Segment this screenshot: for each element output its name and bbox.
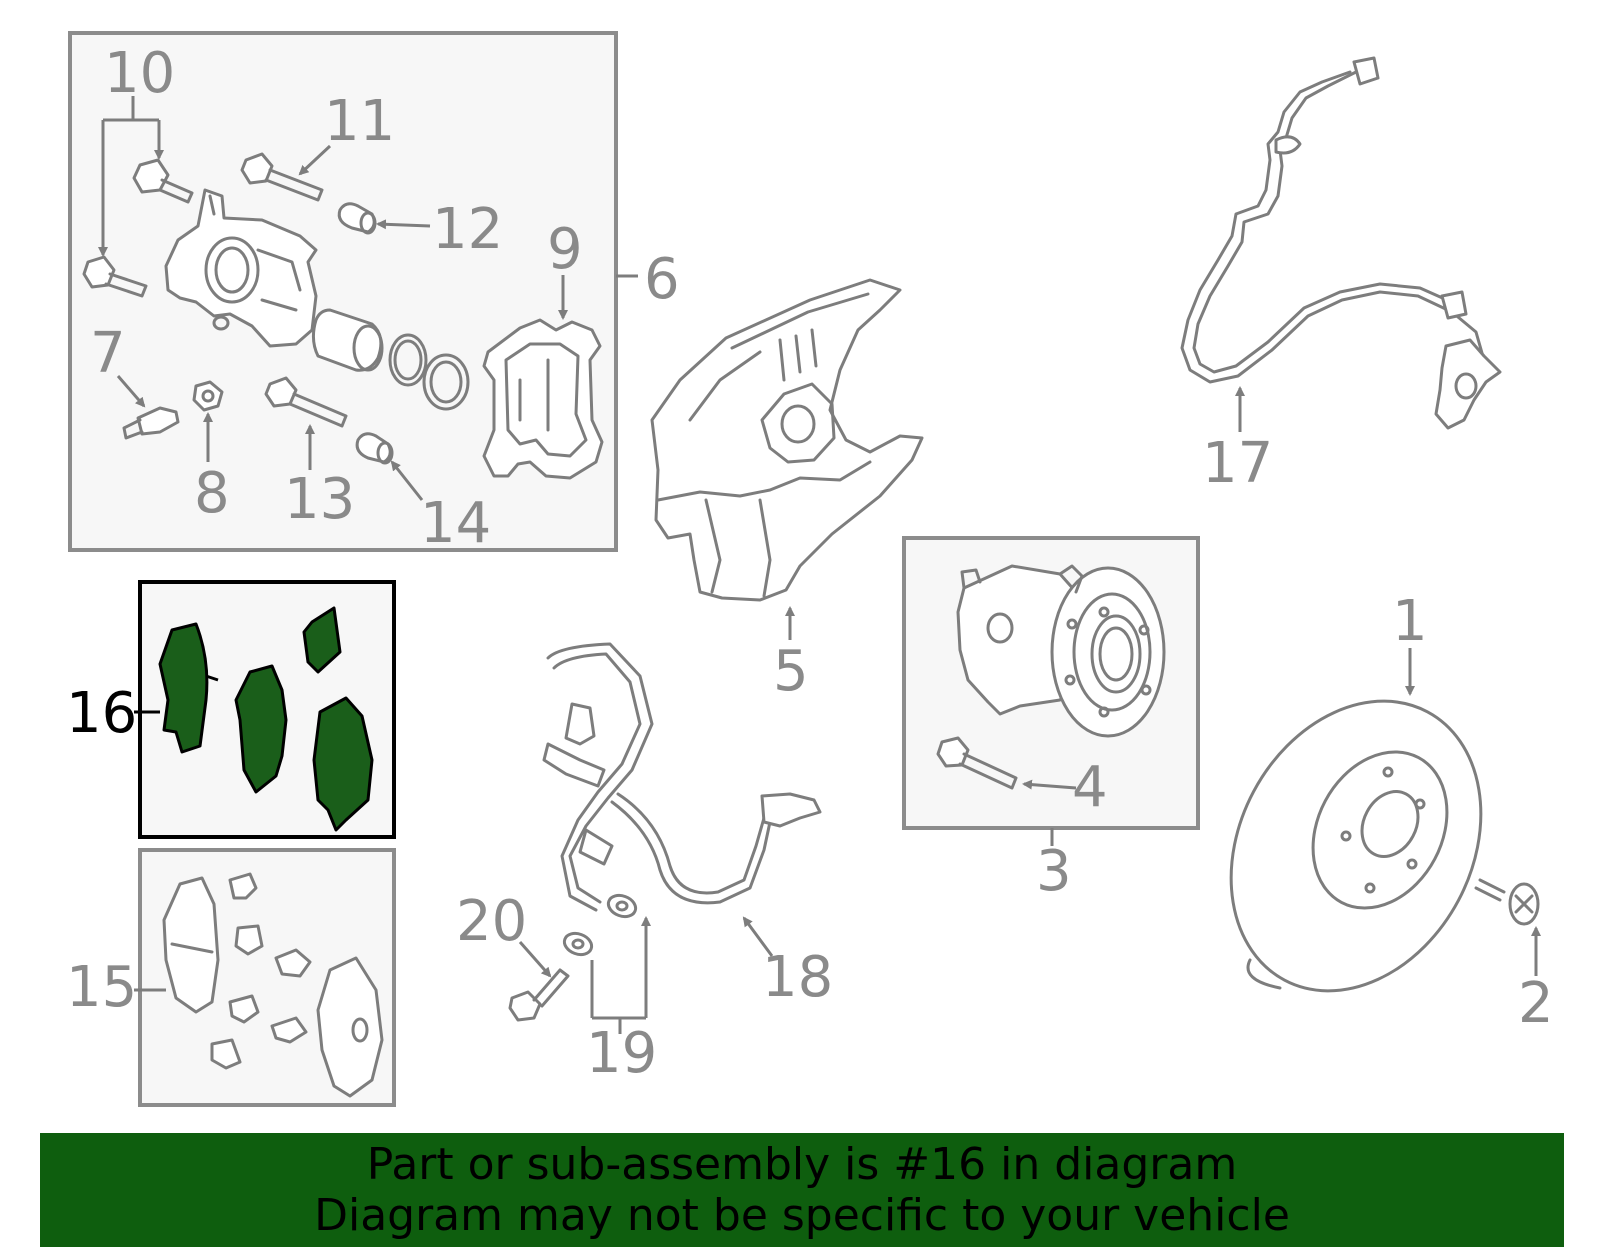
abs-sensor-17 bbox=[1180, 56, 1502, 430]
brake-pad-outer bbox=[312, 696, 374, 832]
info-banner: Part or sub-assembly is #16 in diagram D… bbox=[40, 1133, 1564, 1247]
cap-8 bbox=[192, 380, 224, 412]
label-3: 3 bbox=[1036, 839, 1072, 904]
wheel-hub-bearing bbox=[956, 564, 1166, 738]
washer-19 bbox=[562, 893, 638, 957]
label-16: 16 bbox=[66, 681, 137, 746]
label-4: 4 bbox=[1072, 755, 1108, 820]
bolt-10-lower bbox=[82, 255, 148, 298]
label-12: 12 bbox=[432, 197, 503, 262]
label-5: 5 bbox=[773, 639, 809, 704]
caliper-body bbox=[164, 188, 318, 348]
label-11: 11 bbox=[324, 89, 395, 154]
brake-rotor-1 bbox=[1229, 699, 1483, 993]
label-2: 2 bbox=[1518, 971, 1554, 1036]
label-10: 10 bbox=[104, 41, 175, 106]
guide-bolt-11 bbox=[240, 152, 324, 202]
guide-bolt-13 bbox=[264, 376, 348, 428]
piston-seal-inner bbox=[393, 339, 423, 381]
label-13: 13 bbox=[284, 467, 355, 532]
dust-boot-inner bbox=[429, 360, 463, 404]
label-8: 8 bbox=[194, 461, 230, 526]
label-15: 15 bbox=[66, 955, 137, 1020]
label-7: 7 bbox=[90, 321, 126, 386]
label-9: 9 bbox=[547, 217, 583, 282]
label-6: 6 bbox=[644, 247, 680, 312]
rotor-screw-2 bbox=[1474, 878, 1540, 926]
label-1: 1 bbox=[1392, 589, 1428, 654]
banner-line-2: Diagram may not be specific to your vehi… bbox=[314, 1190, 1290, 1241]
label-19: 19 bbox=[586, 1021, 657, 1086]
label-14: 14 bbox=[420, 491, 491, 556]
label-20: 20 bbox=[456, 889, 527, 954]
part-labels: 10 11 12 9 6 7 8 13 14 5 17 4 3 1 2 16 1… bbox=[66, 41, 1554, 1086]
piston-seal bbox=[388, 333, 428, 387]
pad-shim bbox=[302, 606, 342, 674]
label-17: 17 bbox=[1202, 431, 1273, 496]
bleeder-screw-7 bbox=[122, 406, 180, 440]
bolt-20 bbox=[508, 968, 570, 1022]
caliper-bracket-9 bbox=[482, 318, 604, 480]
piston bbox=[311, 308, 384, 372]
boot-12 bbox=[337, 202, 377, 235]
brake-pad-inner-right bbox=[234, 664, 288, 794]
dust-boot bbox=[422, 353, 470, 411]
hardware-kit-pads bbox=[162, 872, 384, 1098]
label-18: 18 bbox=[762, 945, 833, 1010]
splash-shield-5 bbox=[650, 278, 924, 602]
wheel-speed-sensor-18 bbox=[542, 642, 822, 912]
banner-line-1: Part or sub-assembly is #16 in diagram bbox=[366, 1139, 1238, 1190]
leader-lines bbox=[98, 96, 1541, 1034]
hub-bolt-4 bbox=[936, 736, 1018, 790]
boot-14 bbox=[355, 432, 394, 465]
brake-pad-inner-left bbox=[158, 622, 219, 754]
